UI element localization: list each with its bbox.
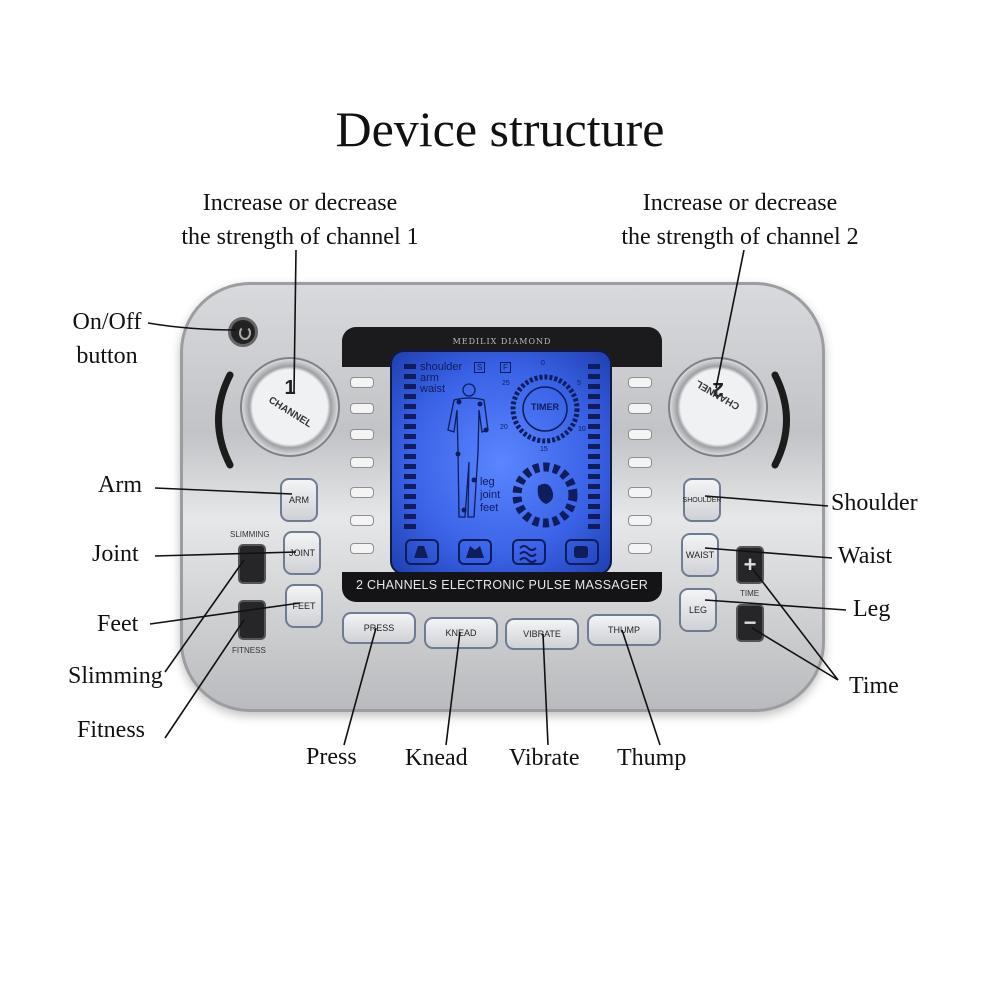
device-panel-label: 2 CHANNELS ELECTRONIC PULSE MASSAGER — [355, 578, 649, 592]
callout-channel2-line2: the strength of channel 2 — [621, 224, 859, 250]
lcd-upper-body-list: shoulder arm waist — [420, 362, 462, 395]
indicator-slot — [350, 487, 374, 498]
left-arc-decoration — [215, 371, 234, 469]
callout-onoff-line1: On/Off — [72, 309, 142, 335]
intensity-ring-icon — [512, 462, 578, 528]
vibrate-mode-icon — [511, 539, 546, 565]
indicator-slot — [350, 403, 374, 414]
callout-fitness: Fitness — [77, 717, 146, 743]
callout-arm: Arm — [98, 472, 142, 498]
indicator-slot — [628, 515, 652, 526]
lcd-joint-text: joint — [480, 489, 501, 501]
lcd-lower-body-list: leg joint feet — [480, 476, 500, 515]
time-minus-button[interactable]: − — [736, 604, 764, 642]
right-level-bar — [588, 364, 600, 529]
callout-vibrate: Vibrate — [509, 745, 580, 771]
right-arc-decoration — [771, 371, 790, 469]
lcd-timer-mark-5: 5 — [577, 380, 581, 387]
feet-button[interactable]: FEET — [285, 584, 323, 628]
lcd-waist-text: waist — [420, 383, 446, 395]
thump-mode-icon — [564, 539, 599, 565]
body-figure-icon — [447, 383, 489, 518]
callout-joint: Joint — [92, 541, 139, 567]
arm-button[interactable]: ARM — [280, 478, 318, 522]
indicator-slot — [350, 457, 374, 468]
press-mode-icon — [405, 539, 439, 565]
thump-button[interactable]: THUMP — [587, 614, 661, 646]
slimming-button[interactable] — [238, 544, 266, 584]
lcd-mode-flag-f: F — [500, 362, 511, 373]
callout-feet: Feet — [97, 611, 139, 637]
callout-channel1: Increase or decrease the strength of cha… — [130, 186, 470, 254]
lcd-feet-text: feet — [480, 502, 499, 514]
waist-button[interactable]: WAIST — [681, 533, 719, 577]
vibrate-button[interactable]: VIBRATE — [505, 618, 579, 650]
callout-shoulder: Shoulder — [831, 490, 918, 516]
callout-waist: Waist — [838, 543, 893, 569]
callout-knead: Knead — [405, 745, 468, 771]
callout-channel2: Increase or decrease the strength of cha… — [570, 186, 910, 254]
lcd-mode-flag-s: S — [474, 362, 486, 373]
indicator-slot — [628, 377, 652, 388]
channel2-knob[interactable]: 2 CHANNEL — [668, 357, 768, 457]
lcd-shoulder-text: shoulder — [420, 361, 463, 373]
lcd-timer-label: TIMER — [531, 402, 559, 412]
lcd-timer-mark-0: 0 — [541, 360, 545, 367]
callout-channel2-line1: Increase or decrease — [642, 190, 838, 216]
display-bezel-bottom — [342, 572, 662, 602]
lcd-arm-text: arm — [420, 372, 439, 384]
press-button[interactable]: PRESS — [342, 612, 416, 644]
indicator-slot — [628, 487, 652, 498]
lcd-leg-text: leg — [480, 476, 495, 488]
callout-time: Time — [849, 673, 899, 699]
knead-button[interactable]: KNEAD — [424, 617, 498, 649]
indicator-slot — [628, 543, 652, 554]
channel1-knob[interactable]: 1 CHANNEL — [240, 357, 340, 457]
slimming-tiny-label: SLIMMING — [230, 530, 270, 539]
callout-press: Press — [306, 744, 357, 770]
timer-dial-icon — [510, 374, 580, 444]
lcd-timer-mark-20: 20 — [500, 424, 508, 431]
lcd-screen: shoulder arm waist S F leg joint feet TI… — [390, 350, 612, 575]
callout-thump: Thump — [617, 745, 687, 771]
brand-label: MEDILIX DIAMOND — [452, 337, 552, 346]
callout-channel1-line1: Increase or decrease — [202, 190, 398, 216]
indicator-slot — [628, 429, 652, 440]
channel1-number: 1 — [284, 377, 296, 399]
indicator-slot — [628, 403, 652, 414]
callout-leg: Leg — [853, 596, 891, 622]
lcd-timer-mark-25: 25 — [502, 380, 510, 387]
left-level-bar — [404, 364, 416, 529]
indicator-slot — [350, 543, 374, 554]
diagram-title: Device structure — [335, 101, 665, 157]
leg-button[interactable]: LEG — [679, 588, 717, 632]
knead-mode-icon — [458, 539, 493, 565]
lcd-timer-mark-10: 10 — [578, 426, 586, 433]
callout-channel1-line2: the strength of channel 1 — [181, 224, 419, 250]
shoulder-button[interactable]: SHOULDER — [683, 478, 721, 522]
fitness-button[interactable] — [238, 600, 266, 640]
lcd-mode-icons — [404, 538, 600, 566]
power-button[interactable] — [228, 317, 258, 347]
fitness-tiny-label: FITNESS — [232, 646, 266, 655]
lcd-timer-mark-15: 15 — [540, 446, 548, 453]
time-tiny-label: TIME — [740, 589, 760, 598]
callout-slimming: Slimming — [68, 663, 163, 689]
indicator-slot — [628, 457, 652, 468]
indicator-slot — [350, 515, 374, 526]
callout-onoff-line2: button — [76, 343, 138, 369]
callout-onoff: On/Off button — [52, 305, 162, 373]
indicator-slot — [350, 377, 374, 388]
indicator-slot — [350, 429, 374, 440]
